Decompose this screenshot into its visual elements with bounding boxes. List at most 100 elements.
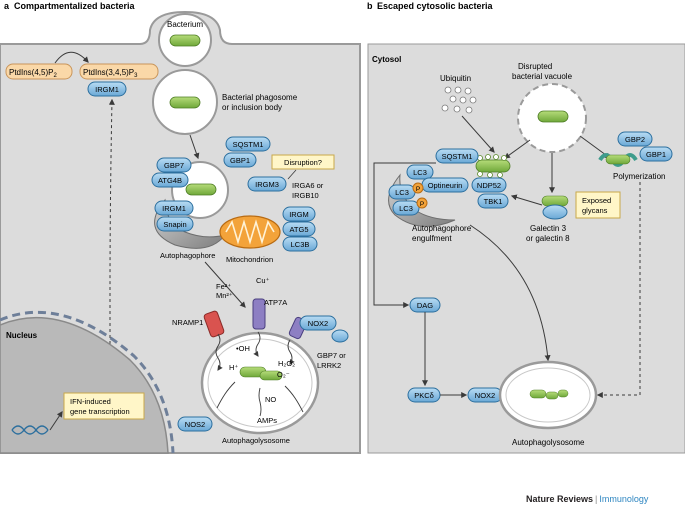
ifn-box <box>63 392 145 420</box>
cytosol-label: Cytosol <box>372 55 401 64</box>
ndp52-pill <box>471 177 507 193</box>
autophagolysosome-b-inner <box>505 367 591 423</box>
phospho-label-1: P <box>416 186 420 193</box>
atp7a-label: ATP7A <box>264 298 287 307</box>
nox2-b-label: NOX2 <box>475 391 495 400</box>
protein-pills-a: SQSTM1 GBP1 GBP7 ATG4B IRGM3 IRGM1 Snapi… <box>151 136 318 252</box>
irgm-label: IRGM <box>289 210 309 219</box>
ptdins-345-label: PtdIns(3,4,5)P3 <box>83 68 138 79</box>
nuclear-envelope <box>0 310 175 454</box>
dna-helix-icon <box>11 425 49 435</box>
dag-label: DAG <box>417 301 433 310</box>
phagosome-label-2: or inclusion body <box>222 103 282 112</box>
ptdins-345-box <box>79 63 159 80</box>
lc3b-label: LC3B <box>291 240 310 249</box>
sqstm1-b-label: SQSTM1 <box>442 152 473 161</box>
optineurin-label: Optineurin <box>428 181 463 190</box>
lc3-b-label-1: LC3 <box>413 168 427 177</box>
sqstm1-pill <box>225 136 271 152</box>
atg5-pill <box>282 221 316 237</box>
autophagolysosome-a <box>200 331 320 435</box>
h-plus-label: H⁺ <box>229 363 238 372</box>
nramp1-transporter <box>203 310 225 338</box>
amps-label: AMPs <box>257 416 277 425</box>
ifn-to-irgm1-dashed-arrow <box>108 98 115 392</box>
snapin-pill <box>156 216 194 232</box>
ptdins-45-box <box>5 63 73 80</box>
gbp1-label: GBP1 <box>230 156 250 165</box>
gbp7-lrrk2-blob <box>331 329 349 343</box>
journal-name: Nature Reviews <box>526 494 594 504</box>
irgm-pill <box>282 206 316 222</box>
atg5-label: ATG5 <box>289 225 308 234</box>
gbp2-label: GBP2 <box>625 135 645 144</box>
snapin-label: Snapin <box>163 220 186 229</box>
irgm1-auto-pill <box>154 200 194 216</box>
mn-label: Mn²⁺ <box>216 291 233 300</box>
tbk1-label: TBK1 <box>484 197 503 206</box>
lc3-b-label-2: LC3 <box>395 188 409 197</box>
journal-separator: | <box>595 494 598 504</box>
gbp7-pill <box>156 157 192 173</box>
panel-a-letter: a <box>4 1 10 11</box>
disruption-label: Disruption? <box>284 158 322 167</box>
pkcd-label: PKCδ <box>414 391 434 400</box>
sqstm1-label: SQSTM1 <box>233 140 264 149</box>
irgm3-pill <box>247 176 287 192</box>
phagosome-label-1: Bacterial phagosome <box>222 93 298 102</box>
phospho-badges: P P <box>412 182 428 209</box>
mitochondrion <box>219 215 281 249</box>
vacuole-label-1: Disrupted <box>518 62 552 71</box>
gbp1-pill <box>223 152 257 168</box>
bacterium-phagosome <box>169 96 201 109</box>
ifn-label-2: gene transcription <box>70 407 130 416</box>
lc3-b-label-3: LC3 <box>399 204 413 213</box>
degraded-bacterium-a <box>239 366 283 381</box>
nos2-label: NOS2 <box>185 420 205 429</box>
irga6-label-1: IRGA6 or <box>292 181 324 190</box>
exposed-glycans-box <box>575 191 621 219</box>
escaped-bacterium <box>475 159 511 173</box>
irgm3-label: IRGM3 <box>255 180 279 189</box>
h2o2-label: H₂O₂ <box>278 359 295 368</box>
bacterium-vacuole <box>537 110 569 123</box>
galectin-label-1: Galectin 3 <box>530 224 567 233</box>
nramp1-label: NRAMP1 <box>172 318 203 327</box>
engulf-label-2: engulfment <box>412 234 452 243</box>
gbp1-b-label: GBP1 <box>646 150 666 159</box>
journal-footer: Nature Reviews|Immunology <box>526 494 648 504</box>
panel-b: b Escaped cytosolic bacteria Cytosol Ubi… <box>367 1 685 454</box>
lc3-b-pill-3 <box>392 200 420 216</box>
panel-b-title: Escaped cytosolic bacteria <box>377 1 494 11</box>
oh-label: •OH <box>236 344 250 353</box>
vacuole-to-sqstm1-arrow <box>504 139 531 159</box>
gbp7-lrrk2-label-2: LRRK2 <box>317 361 341 370</box>
bacterium-label: Bacterium <box>167 20 203 29</box>
fe-label: Fe²⁺ <box>216 282 231 291</box>
nos2-pill <box>177 416 213 432</box>
gbp1-b-pill <box>639 146 673 162</box>
tbk1-pill <box>477 193 509 209</box>
nox2-label-a: NOX2 <box>308 319 328 328</box>
inner-wavy-arrows <box>215 331 304 417</box>
polymerization-label: Polymerization <box>613 172 665 181</box>
bacterium-autophagy <box>185 183 217 196</box>
exposed-label-1: Exposed <box>582 196 611 205</box>
mitochondrion-label: Mitochondrion <box>226 255 273 264</box>
galectin-to-ndp52-arrow <box>510 194 543 206</box>
lc3b-pill <box>282 236 318 252</box>
exposed-label-2: glycans <box>582 206 608 215</box>
nucleus-label: Nucleus <box>6 331 38 340</box>
no-label: NO <box>265 395 276 404</box>
galectin-blob <box>542 204 568 220</box>
engulfment-to-autolysosome-arrow <box>469 224 551 362</box>
panel-a-title: Compartmentalized bacteria <box>14 1 136 11</box>
lc3-b-pill-1 <box>406 164 434 180</box>
bacterium-entering <box>169 34 201 47</box>
gbp7-label: GBP7 <box>164 161 184 170</box>
ndp52-label: NDP52 <box>477 181 501 190</box>
atg4b-pill <box>151 172 189 188</box>
mitochondrion-cristae <box>225 219 275 245</box>
irgm1-top-label: IRGM1 <box>95 85 119 94</box>
ubiquitin-arrow <box>461 115 495 153</box>
